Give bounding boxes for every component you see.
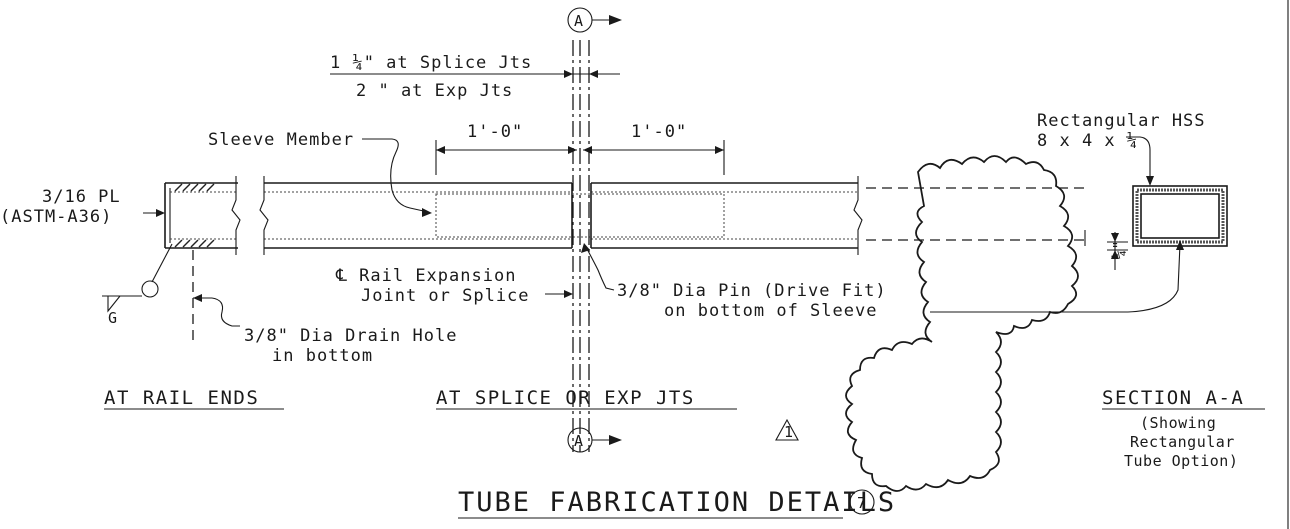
- section-note-2: Rectangular: [1130, 433, 1235, 451]
- revision-number: 1: [784, 423, 794, 441]
- section-note-1: (Showing: [1140, 414, 1216, 432]
- view-label-rail-ends: AT RAIL ENDS: [104, 387, 259, 409]
- view-label-section: SECTION A-A: [1102, 387, 1244, 409]
- splice-detail: [259, 7, 863, 453]
- drain-label-2: in bottom: [272, 346, 373, 366]
- section-mark-top: A: [574, 12, 584, 30]
- hss-label-2: 8 x 4 x ¼: [1037, 131, 1138, 151]
- revision-triangle: [775, 418, 799, 441]
- drain-label-1: 3/8" Dia Drain Hole: [244, 326, 457, 346]
- view-label-splice: AT SPLICE OR EXP JTS: [436, 387, 695, 409]
- section-note-3: Tube Option): [1124, 452, 1238, 470]
- section-aa-detail: [930, 136, 1228, 313]
- weld-hatch-bottom: [174, 239, 215, 248]
- plate-size-label: 3/16 PL: [42, 187, 121, 207]
- revision-cloud: [775, 155, 1079, 492]
- hss-label-1: Rectangular HSS: [1037, 111, 1206, 131]
- drawing-title: TUBE FABRICATION DETAILS: [458, 487, 896, 518]
- section-mark-bottom: A: [574, 432, 584, 450]
- pin-label-1: 3/8" Dia Pin (Drive Fit): [617, 281, 887, 301]
- plate-spec-label: (ASTM-A36): [0, 207, 112, 227]
- rail-joint-label-2: Joint or Splice: [361, 286, 530, 306]
- weld-hatch-top: [174, 183, 215, 192]
- weld-symbol-label: G: [108, 309, 118, 327]
- rail-end-detail: [102, 176, 241, 340]
- rail-joint-label-1: ℄ Rail Expansion: [335, 266, 516, 286]
- exp-gap-label: 2 " at Exp Jts: [356, 81, 513, 101]
- detail-number-circle: [849, 489, 875, 515]
- splice-gap-label: 1 ¼" at Splice Jts: [330, 53, 532, 73]
- sleeve-right-dim: 1'-0": [631, 122, 687, 142]
- quarter-dim-label: ¼": [1110, 240, 1128, 259]
- sleeve-member-label: Sleeve Member: [208, 130, 354, 150]
- detail-number: 7: [857, 494, 867, 512]
- pin-label-2: on bottom of Sleeve: [664, 301, 877, 321]
- sleeve-left-dim: 1'-0": [467, 122, 523, 142]
